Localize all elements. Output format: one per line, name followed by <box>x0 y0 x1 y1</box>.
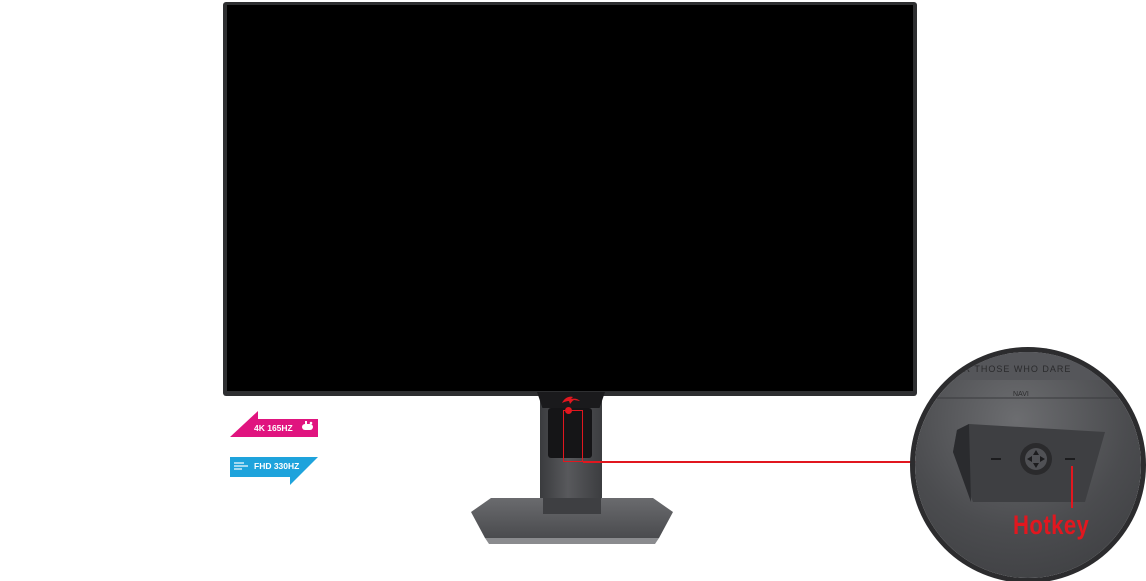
badge-4k-label: 4K 165HZ <box>254 423 293 433</box>
rog-logo-icon <box>562 396 580 404</box>
hotkey-callout-label: Hotkey <box>1013 510 1090 540</box>
hotkey-zoom-view: FOR THOSE WHO DARE NAVI <box>915 352 1141 578</box>
hotkey-marker-dot <box>565 407 572 414</box>
callout-leader-line <box>583 461 918 463</box>
zoom-slogan-text: FOR THOSE WHO DARE <box>949 364 1071 374</box>
zoom-navi-text: NAVI <box>1013 391 1029 398</box>
badge-fhd-shape <box>230 457 318 485</box>
speed-lines-icon <box>234 462 248 470</box>
badge-4k-165hz: 4K 165HZ <box>230 409 320 439</box>
hotkey-location-marker <box>563 410 583 462</box>
gamepad-icon <box>302 421 313 430</box>
monitor-frame <box>223 2 917 396</box>
stand-base <box>471 498 673 544</box>
badge-fhd-label: FHD 330HZ <box>254 461 300 471</box>
stand-cable-window <box>548 408 592 458</box>
badge-4k-shape <box>230 411 318 437</box>
zoom-illustration: FOR THOSE WHO DARE NAVI <box>915 352 1141 508</box>
badge-fhd-330hz: FHD 330HZ <box>230 457 320 487</box>
monitor-screen <box>227 5 913 391</box>
